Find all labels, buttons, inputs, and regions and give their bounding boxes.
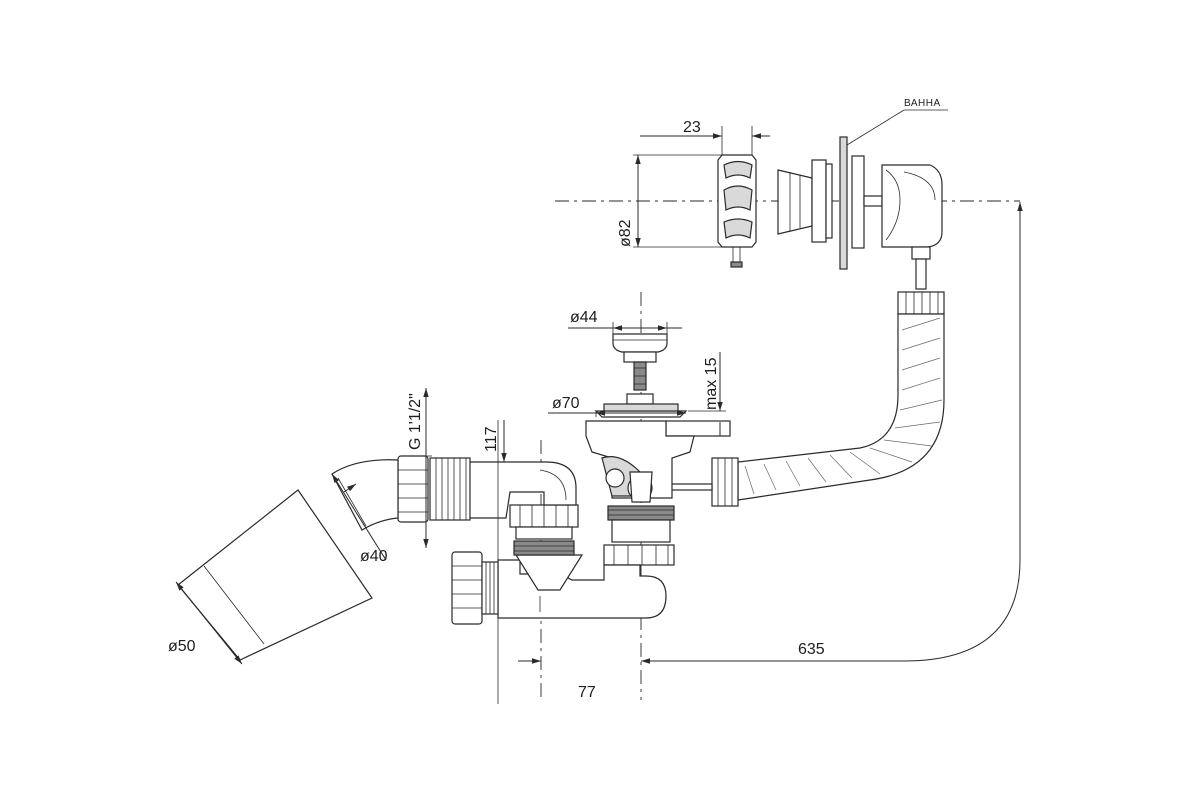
trap-nut-left — [451, 551, 499, 625]
dim-77: 77 — [578, 684, 596, 701]
bath-leader: ВАННА — [846, 98, 948, 146]
dim-d44: ø44 — [568, 309, 682, 334]
label-d40: ø40 — [360, 548, 388, 565]
label-635: 635 — [798, 641, 825, 658]
dim-23: 23 — [640, 119, 770, 155]
label-max15: max 15 — [703, 357, 720, 410]
dim-max15: max 15 — [688, 352, 731, 436]
dim-d82: ø82 — [617, 154, 722, 248]
trap-nut-right — [603, 544, 675, 566]
overflow-flange — [777, 159, 833, 243]
label-d44: ø44 — [570, 309, 598, 326]
label-thread: G 1'1/2" — [407, 393, 424, 450]
dim-thread: G 1'1/2" — [407, 388, 432, 548]
label-23: 23 — [683, 119, 701, 136]
drain-body — [585, 420, 695, 543]
drain-plug — [612, 333, 668, 391]
dim-117: 117 — [483, 420, 507, 704]
trap-elbow — [497, 554, 667, 619]
dim-635: 635 — [518, 202, 1023, 664]
label-117: 117 — [483, 426, 500, 452]
overflow-cover — [717, 154, 757, 268]
label-d50: ø50 — [168, 638, 196, 655]
label-d82: ø82 — [617, 219, 634, 247]
dim-d50: ø50 — [168, 581, 243, 665]
bath-wall — [839, 136, 848, 270]
overflow-body — [851, 155, 945, 315]
label-bath: ВАННА — [904, 98, 941, 109]
trap-upper-coupling — [509, 504, 579, 556]
label-d70: ø70 — [552, 395, 580, 412]
flexible-hose — [737, 313, 945, 501]
hose-connector — [665, 457, 739, 507]
dim-d70: ø70 — [548, 395, 686, 417]
side-outlet — [397, 455, 577, 523]
dim-d40: ø40 — [331, 473, 388, 565]
label-77: 77 — [578, 684, 596, 701]
